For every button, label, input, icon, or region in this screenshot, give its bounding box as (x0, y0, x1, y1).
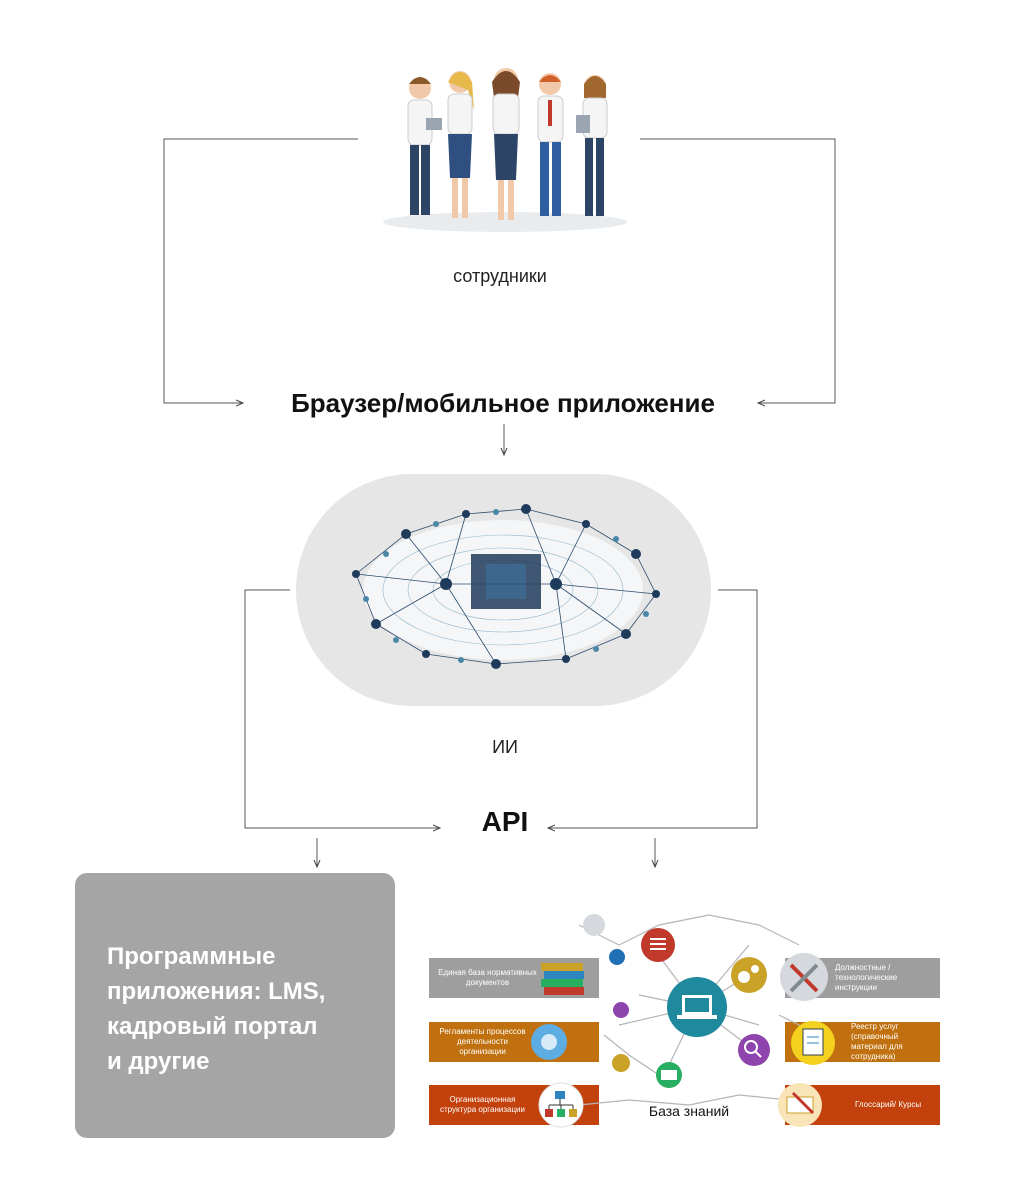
knowledge-base-graphic (531, 914, 835, 1128)
user-icon (583, 914, 605, 936)
copyright-icon (613, 1002, 629, 1018)
ai-oval (296, 474, 711, 706)
software-apps-text: Программные приложения: LMS, кадровый по… (107, 943, 326, 1075)
org-chart-icon (538, 1082, 584, 1128)
ai-network-illustration (352, 504, 660, 669)
kb-left-item-label: Регламенты процессов деятельности органи… (439, 1027, 526, 1056)
kb-band-left-2: Регламенты процессов деятельности органи… (429, 1022, 599, 1062)
employee-figure (407, 77, 442, 215)
employee-figure (576, 75, 608, 216)
kb-right-item-label: Должностные / технологические инструкции (835, 963, 898, 992)
kb-right-item-label: Реестр услуг (справочный материал для со… (851, 1022, 903, 1061)
tools-icon (780, 953, 828, 1001)
employees-caption: сотрудники (453, 266, 547, 286)
search-icon (738, 1034, 770, 1066)
book-pen-icon (778, 1083, 822, 1127)
employees-illustration (383, 68, 627, 232)
kb-left-item-label: Единая база нормативных документов (438, 968, 537, 987)
employee-figure (492, 68, 520, 220)
ai-caption: ИИ (492, 737, 518, 757)
books-icon (541, 963, 584, 995)
ai-right-connector (548, 589, 758, 828)
clipboard-icon (791, 1021, 835, 1065)
api-title: API (481, 806, 529, 837)
kb-left-item-label: Организационная структура организации (439, 1095, 525, 1114)
knowledge-base-caption: База знаний (648, 1103, 730, 1119)
gear-icon (531, 1024, 567, 1060)
employees-right-connector (640, 138, 836, 403)
employee-figure (537, 73, 564, 216)
software-apps-box: Программные приложения: LMS, кадровый по… (75, 873, 395, 1138)
browser-app-title: Браузер/мобильное приложение (291, 388, 715, 418)
star-icon (612, 1054, 630, 1072)
kb-right-item-label: Глоссарий/ Курсы (855, 1100, 922, 1109)
ai-left-connector (244, 589, 440, 828)
employees-left-connector (163, 138, 358, 403)
employee-figure (447, 71, 474, 218)
share-icon (609, 949, 625, 965)
knowledge-base-panel: Единая база нормативных документов Регла… (429, 905, 942, 1135)
